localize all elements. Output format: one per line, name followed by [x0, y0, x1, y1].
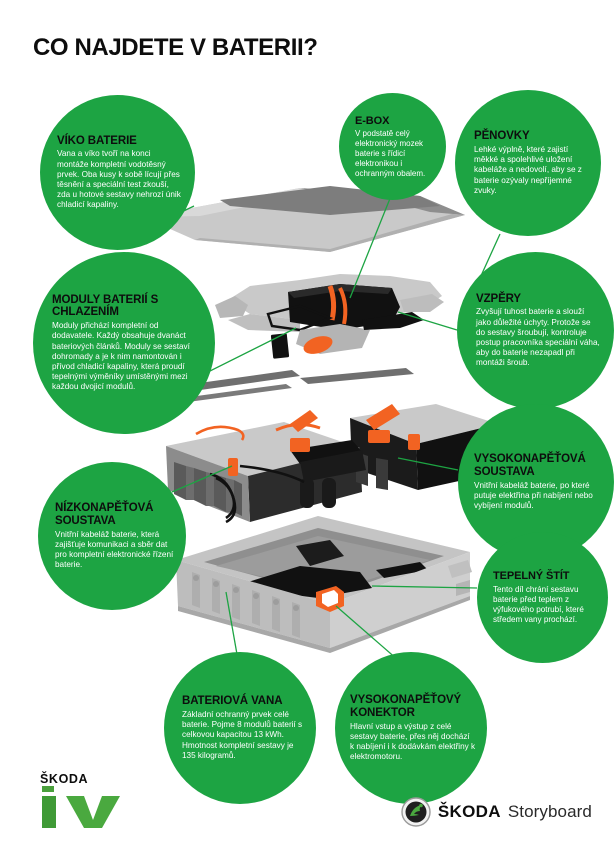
callout-body: Vana a víko tvoří na konci montáže kompl… [57, 149, 181, 210]
callout-vysokonapetovy-konektor[interactable]: VYSOKONAPĚŤOVÝ KONEKTOR Hlavní vstup a v… [335, 652, 487, 804]
battery-tray-illustration [176, 516, 472, 653]
callout-heading: MODULY BATERIÍ S CHLAZENÍM [52, 293, 159, 319]
callout-tepelny-stit[interactable]: TEPELNÝ ŠTÍT Tento díl chrání sestavu ba… [477, 532, 608, 663]
callout-heading: TEPELNÝ ŠTÍT [493, 570, 570, 583]
callout-body: V podstatě celý elektronický mozek bater… [355, 128, 426, 178]
callout-heading: VYSOKONAPĚŤOVÁ SOUSTAVA [474, 452, 586, 478]
callout-body: Vnitřní kabeláž baterie, která zajišťuje… [55, 529, 174, 570]
callout-penovky[interactable]: PĚNOVKY Lehké výplně, které zajistí měkk… [455, 90, 601, 236]
page-title: CO NAJDETE V BATERII? [33, 34, 318, 61]
callout-nizkonapetova-soustava[interactable]: NÍZKONAPĚŤOVÁ SOUSTAVA Vnitřní kabeláž b… [38, 462, 186, 610]
leader-konektor [335, 605, 399, 661]
storyboard-skoda-wordmark: ŠKODA [437, 802, 501, 821]
callout-heading: VYSOKONAPĚŤOVÝ KONEKTOR [350, 693, 462, 719]
callout-body: Zvyšují tuhost baterie a slouží jako důl… [476, 307, 600, 368]
leader-vzpery [397, 311, 458, 331]
callout-heading: PĚNOVKY [474, 130, 530, 143]
callout-moduly-baterii[interactable]: MODULY BATERIÍ S CHLAZENÍM Moduly přichá… [33, 252, 215, 434]
callout-heading: VÍKO BATERIE [57, 134, 137, 147]
skoda-iv-logo: ŠKODA [40, 772, 160, 834]
leader-stit [371, 585, 478, 589]
battery-lid-illustration [143, 186, 465, 252]
skoda-storyboard-logo: ŠKODA Storyboard [401, 797, 592, 827]
callout-body: Moduly přichází kompletní od dodavatele.… [52, 321, 190, 392]
callout-body: Vnitřní kabeláž baterie, po které putuje… [474, 480, 593, 510]
leader-vn [397, 457, 459, 471]
callout-viko-baterie[interactable]: VÍKO BATERIE Vana a víko tvoří na konci … [40, 95, 195, 250]
callout-body: Tento díl chrání sestavu baterie před te… [493, 584, 584, 624]
callout-heading: E-BOX [355, 114, 390, 127]
callout-bateriova-vana[interactable]: BATERIOVÁ VANA Základní ochranný prvek c… [164, 652, 316, 804]
skoda-iv-wordmark: ŠKODA [40, 772, 89, 786]
battery-modules-illustration [166, 404, 500, 524]
iv-mark-icon [42, 786, 120, 828]
leader-vana [225, 591, 239, 661]
skoda-winged-arrow-icon [401, 797, 431, 827]
callout-heading: NÍZKONAPĚŤOVÁ SOUSTAVA [55, 501, 154, 527]
callout-body: Základní ochranný prvek celé baterie. Po… [182, 710, 303, 760]
leader-ebox [349, 195, 392, 299]
hv-connector-illustration [316, 586, 344, 612]
callout-e-box[interactable]: E-BOX V podstatě celý elektronický mozek… [339, 93, 446, 200]
callout-heading: VZPĚRY [476, 292, 521, 305]
callout-vzpery[interactable]: VZPĚRY Zvyšují tuhost baterie a slouží j… [457, 252, 614, 409]
leader-nn [171, 465, 233, 493]
callout-body: Hlavní vstup a výstup z celé sestavy bat… [350, 721, 476, 762]
callout-heading: BATERIOVÁ VANA [182, 695, 283, 708]
callout-body: Lehké výplně, které zajistí měkké a spol… [474, 145, 582, 195]
storyboard-product-wordmark: Storyboard [507, 802, 592, 821]
foam-plates-illustration [178, 368, 414, 402]
ebox-layer-illustration [215, 274, 444, 359]
